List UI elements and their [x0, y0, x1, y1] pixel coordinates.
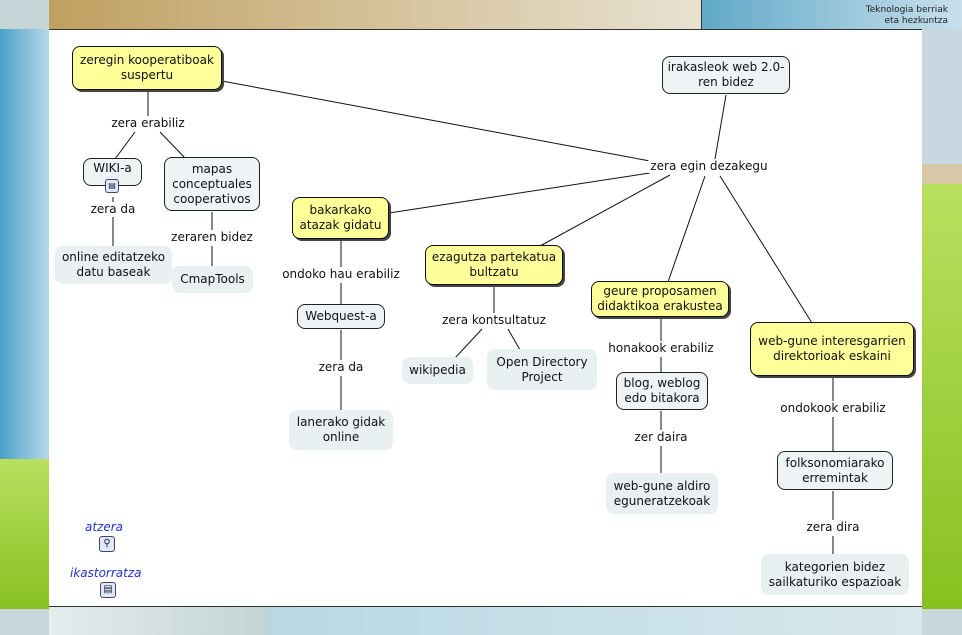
link-label: zera da	[88, 202, 138, 216]
link-label: zera kontsultatuz	[440, 313, 548, 327]
node-teachers-web20[interactable]: irakasleok web 2.0-ren bidez	[662, 56, 790, 94]
node-online-databases[interactable]: online editatzeko datu baseak	[55, 246, 172, 284]
node-didactic-proposals[interactable]: geure proposamen didaktikoa erakustea	[591, 281, 729, 317]
node-mapas-conceptuales[interactable]: mapas conceptuales cooperativos	[164, 157, 260, 211]
link-label: zeraren bidez	[169, 230, 255, 244]
connection-lines	[112, 80, 834, 555]
node-shared-knowledge[interactable]: ezagutza partekatua bultzatu	[425, 245, 563, 285]
node-updated-websites[interactable]: web-gune aldiro eguneratzekoak	[606, 473, 718, 514]
node-wikipedia[interactable]: wikipedia	[402, 357, 473, 384]
node-folksonomy-tools[interactable]: folksonomiarako erremintak	[777, 451, 893, 490]
link-label: zer daira	[632, 430, 690, 444]
guide-link[interactable]: ikastorratza	[70, 566, 142, 580]
node-web-directories[interactable]: web-gune interesgarrien direktorioak esk…	[750, 322, 914, 376]
node-cooperative-tasks[interactable]: zeregin kooperatiboak suspertu	[72, 46, 222, 90]
node-category-spaces[interactable]: kategorien bidez sailkaturiko espazioak	[761, 554, 909, 595]
document-icon[interactable]: ▤	[100, 582, 116, 598]
back-link[interactable]: atzera	[85, 520, 124, 534]
node-work-guides[interactable]: lanerako gidak online	[289, 410, 393, 450]
link-label: ondokook erabiliz	[778, 401, 888, 415]
link-label: zera da	[316, 360, 366, 374]
link-label: zera erabiliz	[109, 116, 187, 130]
link-label: honakook erabiliz	[606, 341, 716, 355]
node-open-directory[interactable]: Open Directory Project	[487, 349, 597, 390]
node-individual-tasks[interactable]: bakarkako atazak gidatu	[292, 197, 389, 239]
node-cmaptools[interactable]: CmapTools	[172, 266, 253, 293]
link-label: ondoko hau erabiliz	[280, 267, 402, 281]
link-label: zera dira	[804, 520, 862, 534]
node-blog[interactable]: blog, weblog edo bitakora	[616, 372, 708, 410]
node-webquest[interactable]: Webquest-a	[297, 304, 385, 329]
document-icon[interactable]: ▤	[105, 179, 119, 193]
concept-map-icon[interactable]: ⚲	[99, 536, 115, 552]
link-label: zera egin dezakegu	[648, 159, 770, 173]
